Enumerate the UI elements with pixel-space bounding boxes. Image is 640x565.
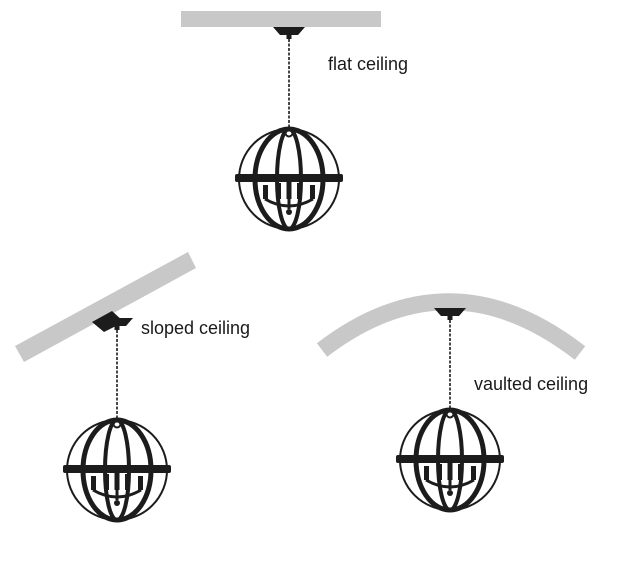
chandelier-sloped [63,311,171,520]
flat-ceiling-label: flat ceiling [328,54,409,74]
vaulted-ceiling-label: vaulted ceiling [474,374,589,394]
vaulted-ceiling-arc [316,293,586,360]
sloped-ceiling-bar [15,252,196,362]
chandelier-vaulted [396,308,504,510]
sloped-ceiling-label: sloped ceiling [141,318,251,338]
chandelier-flat [235,27,343,229]
flat-ceiling-bar [181,11,381,27]
